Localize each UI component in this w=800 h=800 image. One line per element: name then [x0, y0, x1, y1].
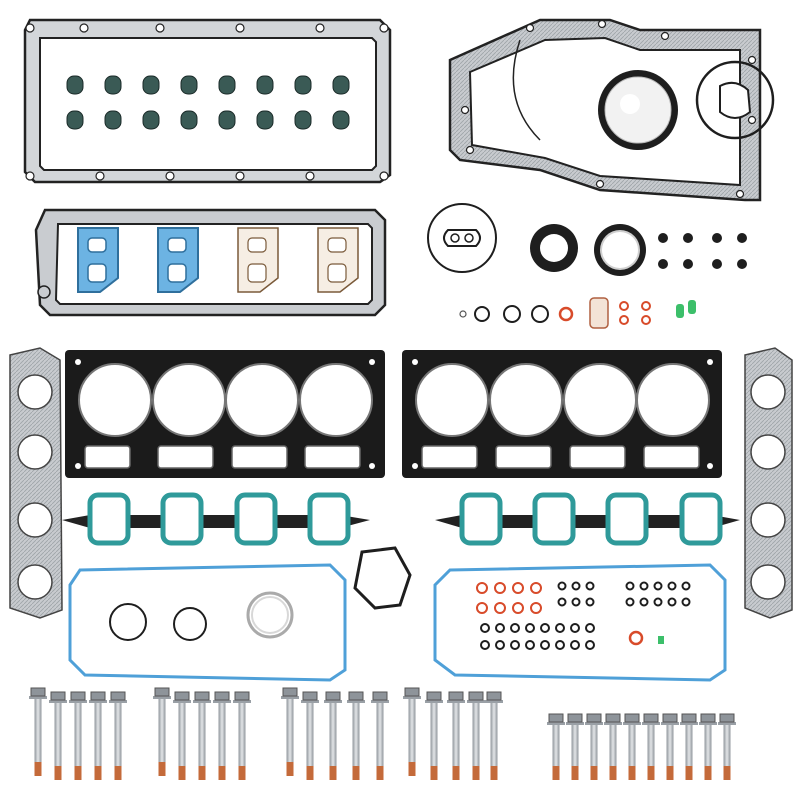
head-bolt [69, 691, 87, 780]
head-bolt [699, 713, 717, 780]
exhaust-manifold-gasket-right [744, 347, 793, 619]
head-bolt [623, 713, 641, 780]
head-bolt [29, 687, 47, 776]
head-bolts-group [29, 687, 736, 780]
head-bolt [447, 691, 465, 780]
head-gasket-right [402, 350, 722, 478]
head-bolt [566, 713, 584, 780]
valve-stem-seals [66, 75, 350, 130]
head-bolt [89, 691, 107, 780]
head-bolt [661, 713, 679, 780]
assorted-o-rings-row [459, 305, 574, 323]
oil-pan-gasket-right [433, 563, 727, 682]
head-bolt [173, 691, 191, 780]
head-bolt [604, 713, 622, 780]
exhaust-manifold-gasket-left [9, 347, 63, 619]
assorted-o-ring-kit [476, 581, 691, 650]
small-port-gaskets [589, 297, 696, 329]
head-bolt [403, 687, 421, 776]
oil-pan-gasket-left [68, 563, 347, 682]
head-bolt [680, 713, 698, 780]
head-bolt [109, 691, 127, 780]
head-bolt [642, 713, 660, 780]
head-bolt [233, 691, 251, 780]
head-bolt [49, 691, 67, 780]
head-bolt [467, 691, 485, 780]
intake-manifold-gasket-right [435, 492, 740, 546]
head-bolt [485, 691, 503, 780]
front-cover-octagon-gasket [353, 546, 412, 610]
head-bolt [281, 687, 299, 776]
small-black-grommets [658, 233, 747, 269]
head-bolt [324, 691, 342, 780]
valley-cover-gasket [34, 208, 387, 317]
rear-cover-seal [594, 224, 646, 276]
rear-main-seal [530, 224, 578, 272]
head-bolt [425, 691, 443, 780]
valve-cover-gasket [23, 18, 392, 184]
head-bolt [718, 713, 736, 780]
head-bolt [301, 691, 319, 780]
head-gasket-left [65, 350, 385, 478]
head-bolt [213, 691, 231, 780]
head-bolt [547, 713, 565, 780]
intake-manifold-gasket-left [62, 492, 370, 546]
head-bolt [585, 713, 603, 780]
head-bolt [347, 691, 365, 780]
head-bolt [153, 687, 171, 776]
oil-pump-o-ring [427, 203, 497, 273]
head-bolt [371, 691, 389, 780]
head-bolt [193, 691, 211, 780]
crankshaft-front-seal [598, 70, 678, 150]
water-pump-gasket-oval [695, 60, 775, 140]
